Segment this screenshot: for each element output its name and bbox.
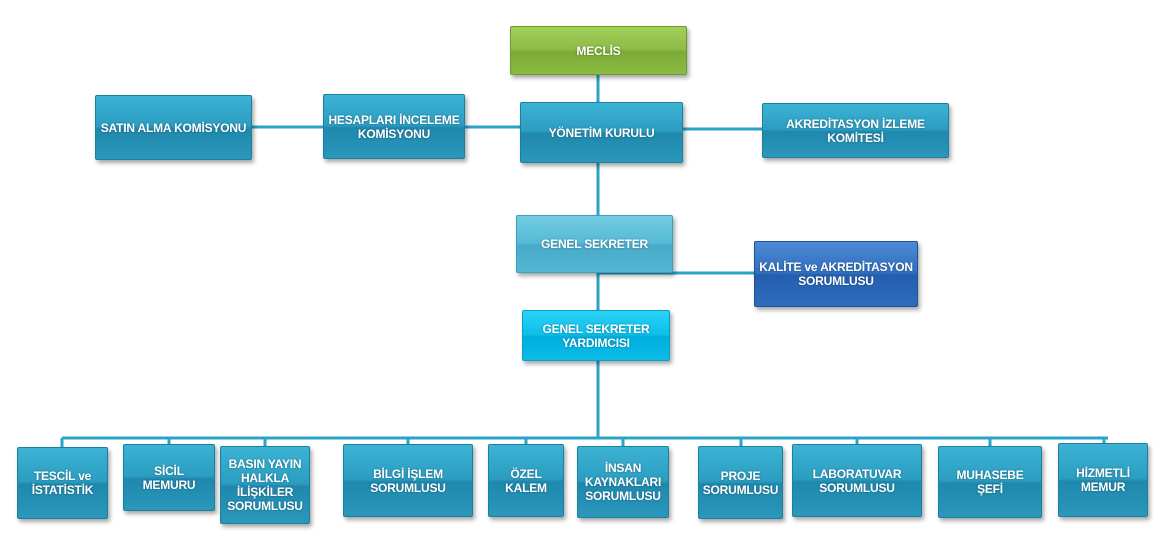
node-hesaplari-inceleme-komisyonu: HESAPLARI İNCELEME KOMİSYONU	[323, 94, 465, 159]
node-bilgi-islem-sorumlusu: BİLGİ İŞLEM SORUMLUSU	[343, 444, 473, 517]
node-insan-kaynaklari-sorumlusu: İNSAN KAYNAKLARI SORUMLUSU	[577, 446, 669, 518]
node-ozel-kalem: ÖZEL KALEM	[488, 444, 564, 517]
node-genel-sekreter: GENEL SEKRETER	[516, 215, 673, 273]
node-sicil-memuru: SİCİL MEMURU	[123, 444, 215, 511]
node-meclis: MECLİS	[510, 26, 687, 75]
node-hizmetli-memur: HİZMETLİ MEMUR	[1058, 443, 1148, 517]
node-muhasebe-sefi: MUHASEBE ŞEFİ	[938, 446, 1042, 518]
node-akreditasyon-izleme-komitesi: AKREDİTASYON İZLEME KOMİTESİ	[762, 103, 949, 158]
node-genel-sekreter-yardimcisi: GENEL SEKRETER YARDIMCISI	[522, 310, 670, 361]
node-tescil-istatistik: TESCİL ve İSTATİSTİK	[17, 447, 108, 519]
node-satin-alma-komisyonu: SATIN ALMA KOMİSYONU	[95, 95, 252, 160]
node-yonetim-kurulu: YÖNETİM KURULU	[520, 102, 683, 163]
node-proje-sorumlusu: PROJE SORUMLUSU	[698, 446, 783, 519]
node-laboratuvar-sorumlusu: LABORATUVAR SORUMLUSU	[792, 444, 922, 517]
node-basin-yayin: BASIN YAYIN HALKLA İLİŞKİLER SORUMLUSU	[220, 446, 310, 524]
node-kalite-akreditasyon-sorumlusu: KALİTE ve AKREDİTASYON SORUMLUSU	[754, 241, 918, 307]
